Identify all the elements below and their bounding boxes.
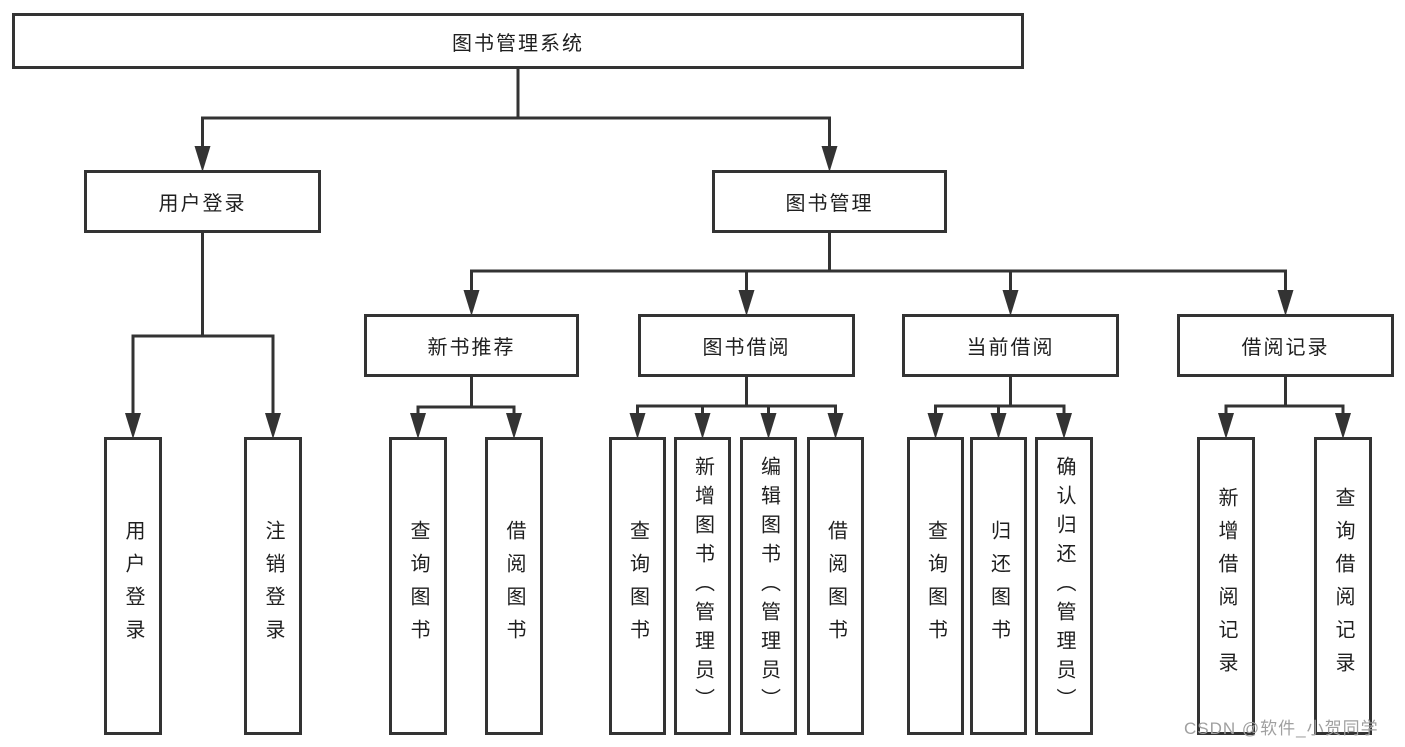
node-label: 当前借阅 bbox=[966, 337, 1055, 359]
node-label: 查询图书 bbox=[626, 520, 649, 652]
node-label: 图书管理系统 bbox=[452, 32, 584, 55]
arrowhead-icon bbox=[1056, 413, 1072, 439]
arrowhead-icon bbox=[506, 413, 522, 439]
node-label: 新增图书（管理员） bbox=[691, 455, 714, 717]
node-v-confirm-return: 确认归还（管理员） bbox=[1035, 437, 1093, 735]
arrowhead-icon bbox=[827, 413, 844, 439]
arrowhead-icon bbox=[1277, 290, 1294, 316]
arrowhead-icon bbox=[463, 290, 480, 316]
node-label: 查询借阅记录 bbox=[1332, 487, 1354, 685]
node-label: 借阅图书 bbox=[824, 520, 847, 652]
node-v-query-book-1: 查询图书 bbox=[389, 437, 447, 735]
node-v-borrow-book-1: 借阅图书 bbox=[485, 437, 543, 735]
node-v-return-book: 归还图书 bbox=[970, 437, 1027, 735]
arrowhead-icon bbox=[1002, 290, 1019, 316]
arrowhead-icon bbox=[738, 290, 755, 316]
arrowhead-icon bbox=[1218, 413, 1234, 439]
arrowhead-icon bbox=[194, 146, 211, 172]
node-book-mgmt: 图书管理 bbox=[712, 170, 947, 233]
node-label: 归还图书 bbox=[987, 520, 1010, 652]
node-label: 借阅图书 bbox=[503, 520, 525, 652]
node-label: 图书借阅 bbox=[702, 337, 791, 359]
node-label: 新书推荐 bbox=[427, 337, 516, 359]
node-v-borrow-book-2: 借阅图书 bbox=[807, 437, 864, 735]
node-user-login: 用户登录 bbox=[84, 170, 321, 233]
arrowhead-icon bbox=[760, 413, 777, 439]
node-root: 图书管理系统 bbox=[12, 13, 1024, 69]
node-borrow-record: 借阅记录 bbox=[1177, 314, 1394, 377]
arrowhead-icon bbox=[125, 413, 141, 439]
node-label: 确认归还（管理员） bbox=[1053, 455, 1075, 717]
arrowhead-icon bbox=[629, 413, 646, 439]
node-label: 查询图书 bbox=[407, 520, 429, 652]
node-label: 新增借阅记录 bbox=[1215, 487, 1237, 685]
arrowhead-icon bbox=[990, 413, 1007, 439]
node-v-query-book-3: 查询图书 bbox=[907, 437, 964, 735]
node-v-add-record: 新增借阅记录 bbox=[1197, 437, 1255, 735]
watermark-text: CSDN @软件_小贺同学 bbox=[1184, 719, 1379, 738]
arrowhead-icon bbox=[410, 413, 426, 439]
arrowhead-icon bbox=[694, 413, 711, 439]
node-label: 注销登录 bbox=[262, 520, 284, 652]
node-label: 借阅记录 bbox=[1241, 337, 1330, 359]
arrowhead-icon bbox=[265, 413, 281, 439]
node-label: 图书管理 bbox=[785, 193, 874, 215]
node-v-logout: 注销登录 bbox=[244, 437, 302, 735]
node-book-borrow: 图书借阅 bbox=[638, 314, 855, 377]
node-label: 查询图书 bbox=[924, 520, 947, 652]
node-v-add-book: 新增图书（管理员） bbox=[674, 437, 731, 735]
node-label: 编辑图书（管理员） bbox=[757, 455, 780, 717]
node-current-borrow: 当前借阅 bbox=[902, 314, 1119, 377]
arrowhead-icon bbox=[821, 146, 838, 172]
node-v-query-record: 查询借阅记录 bbox=[1314, 437, 1372, 735]
node-new-book: 新书推荐 bbox=[364, 314, 579, 377]
arrowhead-icon bbox=[927, 413, 944, 439]
node-v-query-book-2: 查询图书 bbox=[609, 437, 666, 735]
node-label: 用户登录 bbox=[158, 193, 247, 215]
node-label: 用户登录 bbox=[122, 520, 144, 652]
node-v-edit-book: 编辑图书（管理员） bbox=[740, 437, 797, 735]
node-v-user-login: 用户登录 bbox=[104, 437, 162, 735]
arrowhead-icon bbox=[1335, 413, 1351, 439]
